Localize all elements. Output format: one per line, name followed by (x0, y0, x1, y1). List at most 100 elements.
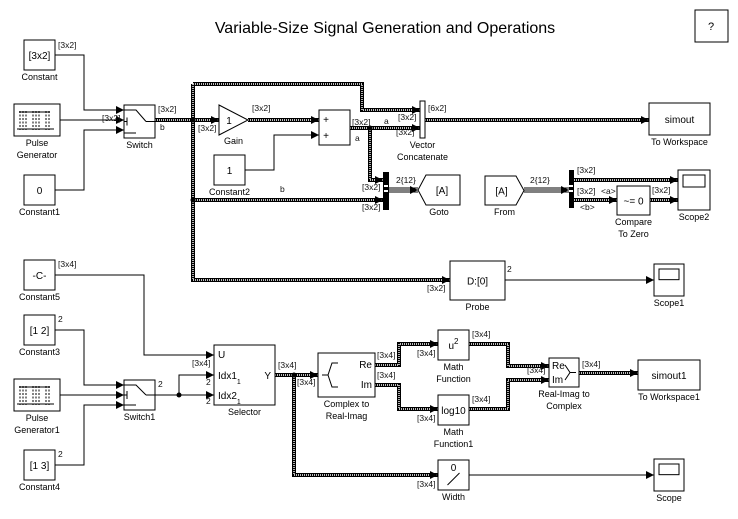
selector-label: Selector (228, 407, 261, 417)
to-workspace1-value: simout1 (651, 371, 686, 382)
signal-dimension-label: 2 (158, 379, 163, 389)
port-re: Re (552, 361, 565, 372)
signal-dimension-label: 2 (206, 396, 211, 406)
signal-from-busselector[interactable] (524, 186, 569, 194)
signal-im-math1[interactable] (375, 383, 438, 413)
signal-dimension-label: b (280, 184, 285, 194)
signal-dimension-label: [3x2] (362, 202, 380, 212)
signal-a-buscreator[interactable] (368, 128, 383, 184)
arrowhead-icon (541, 376, 549, 384)
signal-math-re[interactable] (469, 342, 549, 370)
signal-constant2-sum[interactable] (245, 131, 319, 171)
signal-busselector-scope2[interactable] (574, 176, 678, 184)
signal-dimension-label: [3x4] (417, 479, 435, 489)
signal-re-math[interactable] (375, 340, 438, 367)
signal-compare-scope2[interactable] (650, 196, 678, 204)
signal-busselector-compare[interactable] (574, 196, 617, 204)
scope2-block[interactable]: Scope2 (677, 169, 711, 222)
signal-branch-vertical[interactable] (191, 84, 450, 284)
signal-switch1-idx2[interactable] (155, 391, 214, 399)
math-function-label: Function (436, 374, 471, 384)
signal-constant3-switch1[interactable] (55, 329, 124, 389)
compare-to-zero-value: ~= 0 (623, 197, 643, 208)
constant4-block[interactable]: [1 3]Constant4 (19, 449, 60, 492)
arrowhead-icon (375, 196, 383, 204)
arrowhead-icon (561, 186, 569, 194)
sum-block[interactable]: ++ (318, 109, 351, 146)
gain-value: 1 (226, 116, 232, 127)
model-title: Variable-Size Signal Generation and Oper… (215, 20, 555, 37)
signal-math1-im[interactable] (469, 376, 549, 411)
to-workspace-label: To Workspace (651, 137, 708, 147)
signal-complex-workspace1[interactable] (579, 369, 638, 377)
scope2-label: Scope2 (679, 212, 710, 222)
signal-branch-buscreator[interactable] (193, 196, 383, 204)
arrowhead-icon (116, 391, 124, 399)
complex-to-real-imag-label: Complex to (324, 399, 370, 409)
goto-block[interactable]: [A]Goto (417, 174, 461, 217)
arrowhead-icon (609, 196, 617, 204)
help-button[interactable]: ? (694, 9, 729, 43)
signal-branch-top[interactable] (193, 82, 420, 114)
signal-constant5-selector[interactable] (55, 274, 214, 359)
switch-block[interactable]: Switch (123, 104, 156, 150)
signal-dimension-label: [3x2] (102, 113, 120, 123)
signal-probe-scope1[interactable] (505, 276, 654, 284)
arrowhead-icon (410, 186, 418, 194)
probe-block[interactable]: D:[0]Probe (449, 260, 506, 312)
signal-constant4-switch1[interactable] (55, 401, 124, 466)
from-block[interactable]: [A]From (484, 175, 525, 217)
constant3-block[interactable]: [1 2]Constant3 (19, 314, 60, 357)
signal-pulse1-switch1[interactable] (60, 391, 124, 399)
bus-selector-block[interactable] (569, 170, 574, 208)
pulse-generator1-label: Pulse (26, 413, 49, 423)
scope-block[interactable]: Scope (653, 458, 685, 503)
signal-switch-gain[interactable] (155, 116, 219, 124)
signal-sum-concat[interactable] (350, 124, 420, 132)
constant5-block[interactable]: -C-Constant5 (19, 259, 60, 302)
constant5-value: -C- (33, 271, 47, 282)
signal-dimension-label: [3x2] (427, 283, 445, 293)
signal-width-scope[interactable] (469, 471, 654, 479)
width-label: Width (442, 492, 465, 502)
signal-buscreator-goto[interactable] (389, 186, 418, 194)
signal-concat-workspace[interactable] (425, 116, 649, 124)
arrowhead-icon (541, 362, 549, 370)
arrowhead-icon (646, 471, 654, 479)
math-function-label: Math (443, 362, 463, 372)
goto-tag: [A] (436, 186, 448, 197)
constant-block[interactable]: [3x2]Constant (21, 39, 58, 82)
arrowhead-icon (646, 276, 654, 284)
constant4-value: [1 3] (30, 461, 50, 472)
exponent: 2 (454, 337, 459, 346)
scope1-block[interactable]: Scope1 (653, 263, 685, 308)
signal-dimension-label: [3x4] (472, 329, 490, 339)
arrowhead-icon (412, 124, 420, 132)
signal-gain-sum[interactable] (248, 116, 319, 124)
arrowhead-icon (310, 371, 318, 379)
signal-selector-width[interactable] (292, 375, 438, 479)
signal-constant-switch[interactable] (55, 54, 124, 114)
signal-pulse-switch[interactable] (60, 116, 124, 124)
sum-port-plus: + (323, 131, 329, 142)
signal-constant1-switch[interactable] (55, 126, 124, 191)
signal-switch1-idx1[interactable] (178, 371, 214, 395)
switch1-block[interactable]: Switch1 (123, 379, 156, 422)
branch-point (190, 117, 196, 123)
